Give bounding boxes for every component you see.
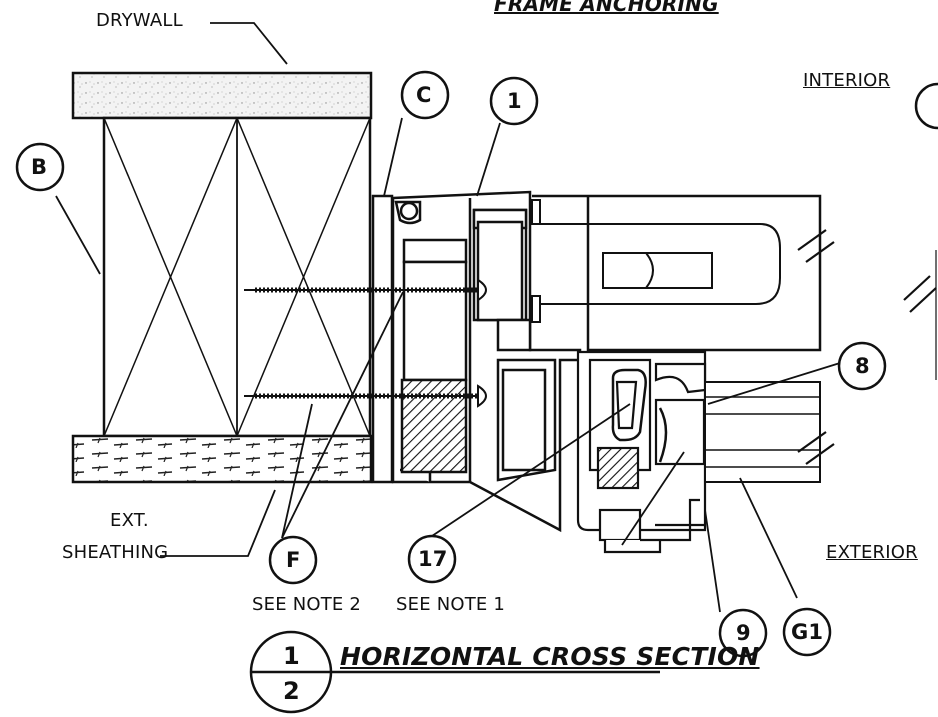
callout-1: 1 [507, 89, 522, 113]
glass-unit [704, 381, 821, 483]
window-frame-profile [391, 190, 582, 533]
drywall-label: DRYWALL [96, 10, 183, 31]
shim-strip [371, 194, 394, 484]
anchor-screws [244, 278, 487, 408]
exterior-label: EXTERIOR [826, 542, 918, 563]
callout-g1: G1 [791, 620, 824, 644]
drawing-title: HORIZONTAL CROSS SECTION [340, 642, 760, 671]
ext-sheathing-label-line1: EXT. [110, 510, 149, 531]
ext-sheathing-label-line2: SHEATHING [62, 542, 169, 563]
callout-9: 9 [736, 621, 751, 645]
section-marker-top: 1 [283, 642, 300, 670]
callout-bubbles [15, 70, 938, 658]
section-title: FRAME ANCHORING [494, 0, 719, 16]
section-marker-bottom: 2 [283, 677, 300, 705]
section-marker [249, 630, 660, 714]
see-note-2-label: SEE NOTE 2 [252, 594, 362, 615]
callout-b: B [31, 155, 48, 179]
interior-label: INTERIOR [803, 70, 891, 91]
callout-17: 17 [418, 547, 448, 571]
callout-f: F [286, 548, 301, 572]
wood-stud [102, 116, 372, 438]
callout-c: C [416, 83, 432, 107]
anchor-clip [531, 194, 822, 352]
sash-profile [576, 350, 707, 554]
break-lines [797, 229, 937, 465]
see-note-1-label: SEE NOTE 1 [396, 594, 506, 615]
callout-8: 8 [855, 354, 870, 378]
leader-lines [55, 22, 841, 613]
exterior-sheathing [71, 434, 373, 484]
drywall-board [71, 71, 373, 120]
